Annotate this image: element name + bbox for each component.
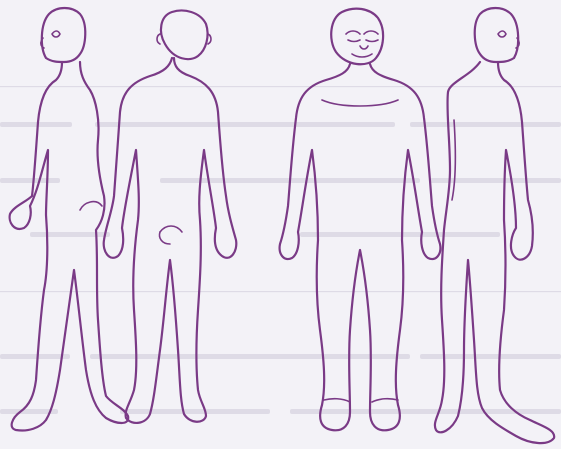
left-side-head xyxy=(42,8,85,62)
back-view-head xyxy=(161,11,208,60)
right-side-head xyxy=(475,8,518,62)
right-side-body xyxy=(435,62,554,443)
figure-front-view xyxy=(280,9,441,431)
back-view-body xyxy=(104,58,237,423)
figure-right-side-view xyxy=(435,8,554,443)
front-view-body xyxy=(280,64,441,430)
left-side-body xyxy=(10,62,129,431)
figure-back-view xyxy=(104,11,237,423)
figure-left-side-view xyxy=(10,8,129,431)
